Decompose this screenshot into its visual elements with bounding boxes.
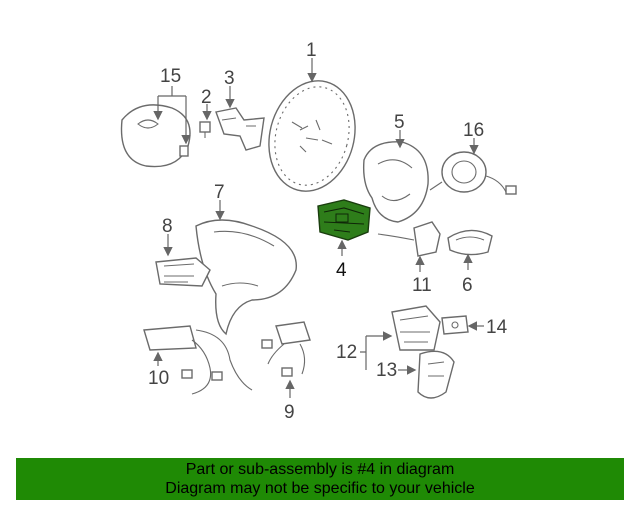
part-12-switch-assembly[interactable] [360,305,441,370]
callout-3: 3 [224,68,235,89]
part-6-cover[interactable] [447,229,493,270]
parts-diagram: 1 15 2 3 5 16 [120,40,517,423]
part-8-switch[interactable] [155,234,211,287]
callout-5: 5 [394,112,405,133]
part-9-harness[interactable] [261,321,311,398]
part-16-cable-reel[interactable] [429,138,517,195]
callout-2: 2 [201,87,212,108]
part-13-cover[interactable] [398,350,455,399]
part-11-switch[interactable] [377,221,441,272]
callout-1: 1 [306,40,317,61]
callout-7: 7 [214,182,225,203]
part-4-switch-assembly[interactable] [317,199,371,256]
callout-6: 6 [462,275,473,296]
callout-9: 9 [284,402,295,423]
callout-10: 10 [148,368,169,389]
part-2-bolt[interactable] [199,104,212,138]
footer-line-2: Diagram may not be specific to your vehi… [165,480,475,497]
part-14-clip[interactable] [441,315,484,335]
part-15-airbag-module[interactable] [120,86,191,168]
callout-12: 12 [336,342,357,363]
callout-14: 14 [486,317,508,338]
part-5-cover[interactable] [362,130,429,223]
part-7-garnish[interactable] [195,200,297,336]
part-10-harness[interactable] [143,325,253,395]
callout-15: 15 [160,66,181,87]
callout-16: 16 [463,120,484,141]
callout-8: 8 [162,216,173,237]
callout-11: 11 [412,275,432,296]
part-3-bracket[interactable] [215,86,265,151]
footer-line-1: Part or sub-assembly is #4 in diagram [185,461,455,478]
part-1-steering-wheel[interactable] [257,58,367,201]
footer-banner: Part or sub-assembly is #4 in diagram Di… [16,458,624,500]
callout-4: 4 [336,260,347,281]
callout-13: 13 [376,360,397,381]
